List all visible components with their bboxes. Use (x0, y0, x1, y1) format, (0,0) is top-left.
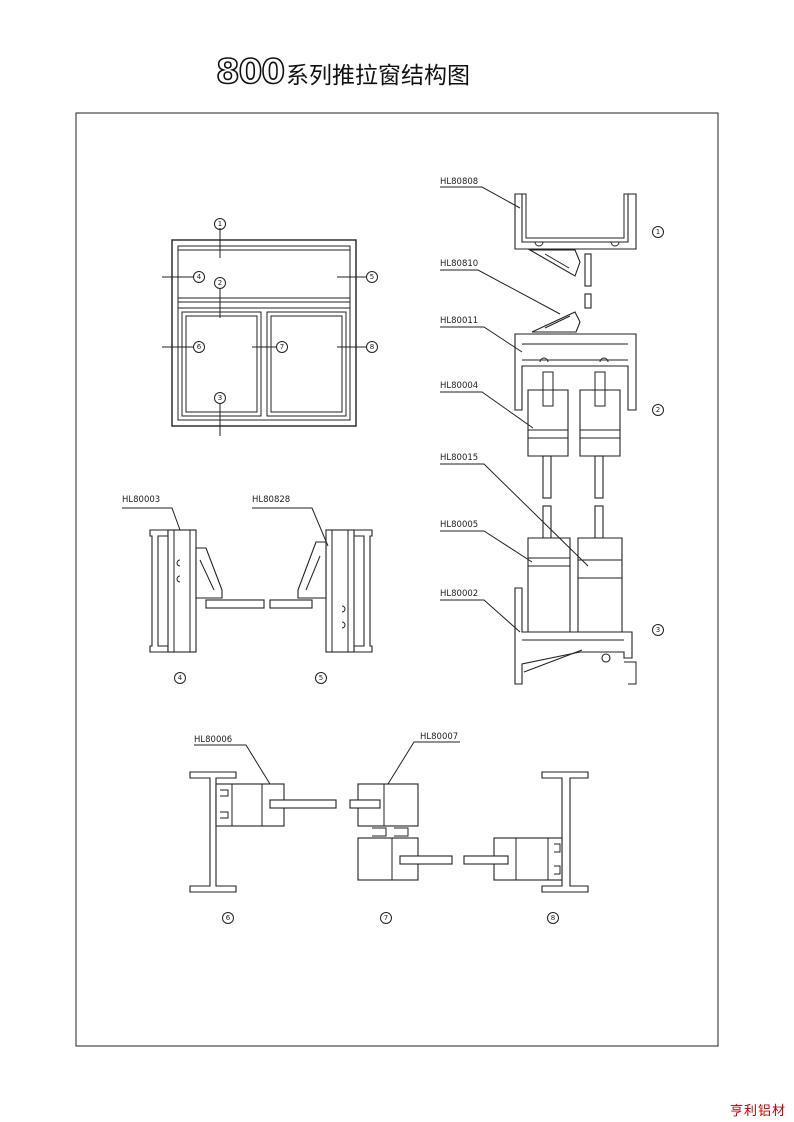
bottom-section-7 (349, 783, 453, 881)
bottom-section-6 (189, 771, 337, 893)
section-marker-5: 5 (315, 672, 327, 684)
svg-text:8: 8 (551, 914, 555, 922)
label-HL80004: HL80004 (440, 381, 478, 391)
svg-text:7: 7 (384, 914, 388, 922)
label-HL80828: HL80828 (252, 495, 290, 505)
svg-text:6: 6 (226, 914, 231, 922)
section-marker-v2: 2 (652, 404, 664, 416)
elevation-marker-4: 4 (193, 271, 205, 283)
elevation-marker-1: 1 (214, 218, 226, 230)
section-marker-v1: 1 (652, 226, 664, 238)
svg-text:7: 7 (280, 343, 284, 351)
elevation-marker-5: 5 (366, 271, 378, 283)
svg-text:3: 3 (218, 394, 222, 402)
title-series-number: 800 (215, 51, 286, 93)
label-HL80006: HL80006 (194, 735, 232, 745)
brand-watermark: 亨利铝材 (729, 1104, 786, 1119)
bottom-section-8 (463, 771, 589, 893)
side-section-5 (269, 529, 373, 653)
svg-text:2: 2 (218, 279, 222, 287)
svg-text:4: 4 (197, 273, 202, 281)
section-marker-7: 7 (380, 912, 392, 924)
label-HL80002: HL80002 (440, 589, 478, 599)
vertical-section (514, 193, 637, 685)
svg-text:1: 1 (218, 220, 222, 228)
title-text: 系列推拉窗结构图 (285, 63, 470, 89)
svg-text:3: 3 (656, 626, 660, 634)
section-marker-6: 6 (222, 912, 234, 924)
label-HL80007: HL80007 (420, 732, 458, 742)
svg-text:6: 6 (197, 343, 202, 351)
label-HL80011: HL80011 (440, 316, 478, 326)
label-HL80003: HL80003 (122, 495, 160, 505)
label-HL80808: HL80808 (440, 177, 478, 187)
section-marker-8: 8 (547, 912, 559, 924)
label-HL80810: HL80810 (440, 259, 478, 269)
window-elevation (162, 228, 366, 436)
section-marker-v3: 3 (652, 624, 664, 636)
elevation-marker-7: 7 (276, 341, 288, 353)
svg-text:1: 1 (656, 228, 660, 236)
page-title: 800 系列推拉窗结构图 (215, 51, 470, 93)
svg-text:5: 5 (319, 674, 323, 682)
section-marker-4: 4 (174, 672, 186, 684)
drawing-border (75, 112, 719, 1047)
side-section-4 (149, 529, 265, 653)
elevation-marker-2: 2 (214, 277, 226, 289)
elevation-marker-8: 8 (366, 341, 378, 353)
svg-text:8: 8 (370, 343, 374, 351)
elevation-marker-3: 3 (214, 392, 226, 404)
svg-text:2: 2 (656, 406, 660, 414)
svg-text:5: 5 (370, 273, 374, 281)
label-HL80015: HL80015 (440, 453, 478, 463)
label-HL80005: HL80005 (440, 520, 478, 530)
svg-text:4: 4 (178, 674, 183, 682)
elevation-marker-6: 6 (193, 341, 205, 353)
